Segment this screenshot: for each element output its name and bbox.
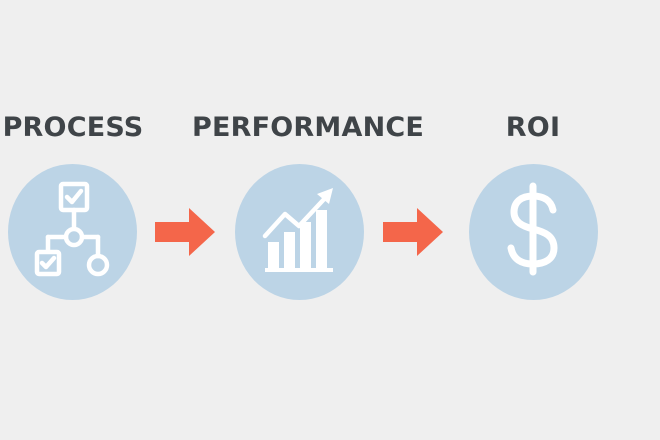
stage-circle-roi <box>469 164 598 300</box>
stage-label-performance: PERFORMANCE <box>192 112 425 143</box>
stage-label-roi: ROI <box>505 112 561 143</box>
stage-label-process: PROCESS <box>2 112 144 143</box>
dollar-icon <box>507 182 558 276</box>
flow-arrow-1 <box>155 206 217 258</box>
flowchart-icon <box>34 181 110 277</box>
flow-arrow-2 <box>383 206 445 258</box>
growth-chart-icon <box>262 188 333 272</box>
stage-circle-process <box>8 164 137 300</box>
stage-circle-performance <box>235 164 364 300</box>
